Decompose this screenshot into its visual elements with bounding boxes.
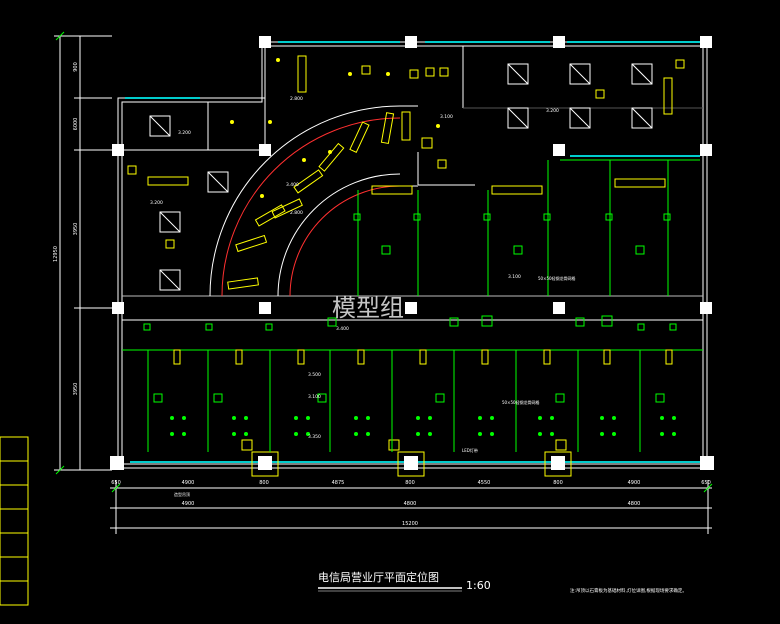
dim-text: 800 — [405, 480, 415, 486]
dim-text: 900 — [73, 62, 79, 72]
level-label: 3.350 — [308, 434, 321, 440]
level-label: 3.200 — [150, 200, 163, 206]
pendant-markers — [173, 349, 673, 365]
dim-text: 4550 — [478, 480, 491, 486]
curve-dots — [260, 150, 332, 198]
level-label: 3.200 — [546, 108, 559, 114]
dim-total-text: 12950 — [53, 246, 59, 262]
air-diffusers — [149, 63, 653, 291]
callout-texts: 50×50轻钢龙骨网格 50×50轻钢龙骨网格 LED灯带 造型吊顶 — [174, 275, 576, 497]
level-label: 3.100 — [508, 274, 521, 280]
level-label: 3.200 — [178, 130, 191, 136]
dim-text: 3950 — [73, 223, 79, 236]
grid-dots — [170, 416, 676, 436]
dim-text: 4900 — [182, 480, 195, 486]
level-label: 3.400 — [286, 182, 299, 188]
downlights — [127, 59, 685, 249]
dim-text: 800 — [553, 480, 563, 486]
dim-text: 4900 — [182, 501, 195, 507]
left-dims: 900 6000 3950 3950 12950 — [53, 62, 79, 395]
bottom-dim-row2: 4900 4800 4800 15200 — [182, 501, 641, 527]
level-label: 2.800 — [290, 96, 303, 102]
callout-text: 50×50轻钢龙骨网格 — [538, 275, 576, 281]
callout-text: 50×50轻钢龙骨网格 — [502, 399, 540, 405]
title-block-table — [0, 436, 29, 606]
dimension-ticks — [55, 31, 713, 493]
structural-columns — [110, 36, 714, 470]
level-label: 3.400 — [336, 326, 349, 332]
small-lamps — [230, 58, 440, 128]
dim-text: 4900 — [628, 480, 641, 486]
dim-text: 4800 — [628, 501, 641, 507]
linear-lights — [147, 55, 673, 195]
dim-text: 650 — [701, 480, 711, 486]
curved-light-strips — [227, 112, 395, 290]
ceiling-grid-lines — [122, 159, 703, 452]
level-label: 3.100 — [440, 114, 453, 120]
dim-text: 4875 — [332, 480, 345, 486]
level-label: 3.100 — [308, 394, 321, 400]
column-casings — [241, 439, 572, 477]
drawing-scale: 1:60 — [466, 579, 491, 592]
dim-text: 650 — [111, 480, 121, 486]
dim-total-text: 15200 — [402, 521, 418, 527]
dim-text: 6000 — [73, 118, 79, 131]
callout-text: LED灯带 — [462, 447, 478, 453]
level-label: 3.500 — [308, 372, 321, 378]
drawing-note: 注:吊顶以石膏板为基础材料,灯位详图,根据现场要求确定。 — [570, 587, 687, 594]
dim-text: 800 — [259, 480, 269, 486]
dim-text: 4800 — [404, 501, 417, 507]
bottom-dim-row1: 650 4900 800 4875 800 4550 800 4900 650 — [111, 480, 711, 486]
curved-ceiling-feature — [209, 105, 418, 297]
watermark: 模型组 — [332, 294, 404, 322]
level-label: 2.800 — [290, 210, 303, 216]
ceiling-levels: 2.800 3.200 3.100 3.200 3.400 2.800 3.20… — [150, 96, 559, 440]
drawing-title: 电信局营业厅平面定位图 — [318, 570, 439, 584]
dimension-lines — [54, 35, 712, 534]
grid-fixtures — [143, 213, 677, 403]
windows — [125, 41, 700, 463]
callout-text: 造型吊顶 — [174, 491, 190, 497]
dim-text: 3950 — [73, 383, 79, 396]
